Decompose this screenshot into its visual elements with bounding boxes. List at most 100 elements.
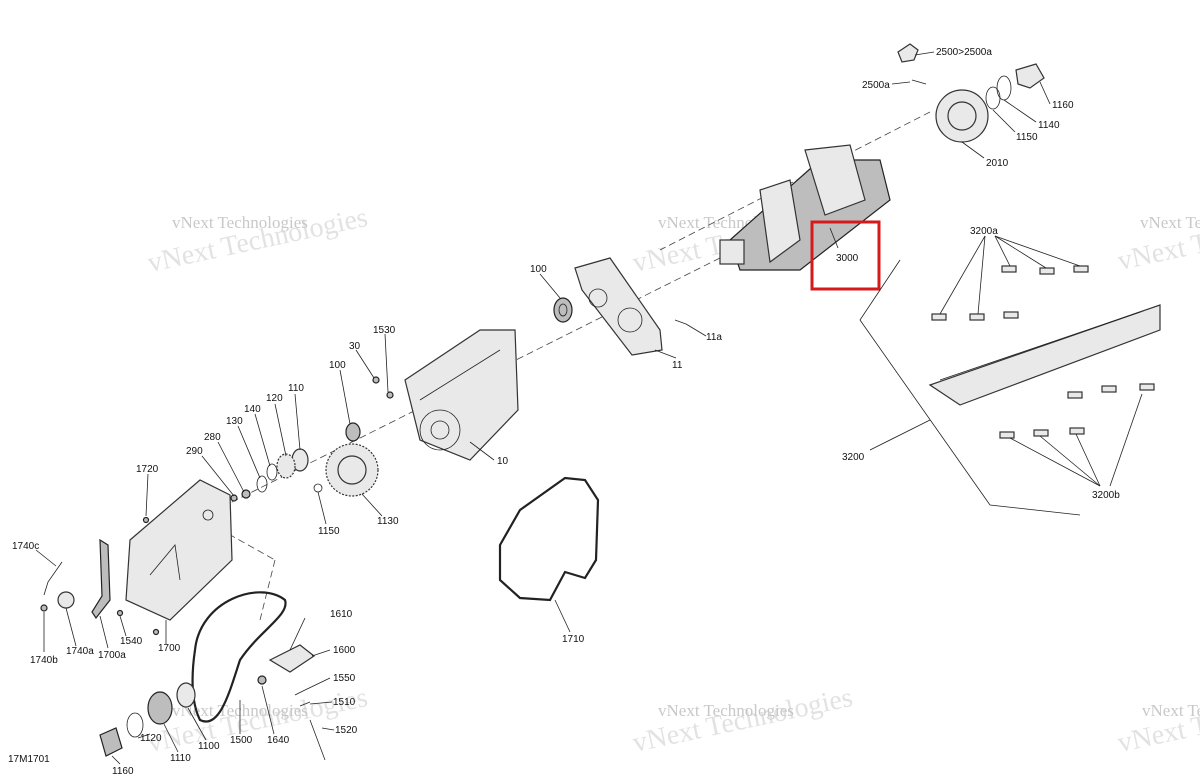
callout-1120: 1120 <box>140 733 162 744</box>
ring-part-1140 <box>996 75 1012 101</box>
callout-1140: 1140 <box>1038 120 1060 131</box>
callout-1700: 1700 <box>158 643 181 654</box>
cleat-parts-3200a <box>931 265 1089 321</box>
watermark-large: vNext Technologies <box>1115 682 1200 759</box>
gear-group <box>230 376 394 502</box>
part-1640 <box>257 675 267 685</box>
callout-1530: 1530 <box>373 325 396 336</box>
callout-280: 280 <box>204 432 221 443</box>
seal-part-100 <box>553 297 573 323</box>
ring-part-1150 <box>985 86 1001 110</box>
track-cleat-group <box>859 259 1161 516</box>
cleat-parts-3200b <box>999 383 1155 439</box>
callout-3200b: 3200b <box>1092 490 1120 501</box>
callout-1720: 1720 <box>136 464 159 475</box>
callout-1130: 1130 <box>377 516 399 527</box>
pin-part-1510 <box>299 701 311 707</box>
bearing-part-1110 <box>147 691 173 725</box>
callout-1640: 1640 <box>267 735 290 746</box>
part-1740b <box>40 604 48 612</box>
callout-1150: 1150 <box>1016 132 1038 143</box>
callout-1740a: 1740a <box>66 646 94 657</box>
callout-10: 10 <box>497 456 509 467</box>
callout-1510: 1510 <box>333 697 356 708</box>
ring-part-1150-mid <box>313 483 323 493</box>
gear-part-120 <box>276 453 296 479</box>
callout-140: 140 <box>244 404 261 415</box>
watermark-group: vNext Technologies vNext Technologies vN… <box>145 200 1200 759</box>
callout-11: 11 <box>672 360 683 371</box>
pin-part-11a <box>674 319 687 325</box>
callout-2500-2500a: 2500>2500a <box>936 47 992 58</box>
drive-shaft-part-3000 <box>719 144 891 291</box>
tube-part-1740c <box>43 561 63 596</box>
callout-1110: 1110 <box>170 753 191 764</box>
callout-100-mid: 100 <box>329 360 346 371</box>
bolt-part-30 <box>372 376 380 384</box>
callout-1700a: 1700a <box>98 650 126 661</box>
housing-part-10 <box>404 329 519 461</box>
callout-1740c: 1740c <box>12 541 39 552</box>
chain-group <box>99 591 326 761</box>
bearing-retainer-group <box>897 43 1045 143</box>
track-part-3200 <box>928 304 1161 406</box>
pin-part-2500a <box>911 79 927 85</box>
bolt-part-1530 <box>386 391 394 399</box>
gasket-part-11 <box>574 257 663 356</box>
bracket-part-1700a <box>91 538 111 620</box>
bearing-part-1160-bot <box>99 727 123 757</box>
callout-2010: 2010 <box>986 158 1009 169</box>
rod-part-1520 <box>309 719 326 761</box>
callout-1160-bottom: 1160 <box>112 766 134 777</box>
part-1540 <box>116 609 124 617</box>
callout-1100: 1100 <box>198 741 220 752</box>
callout-1600: 1600 <box>333 645 356 656</box>
bearing-part-130 <box>256 475 268 493</box>
callout-1610: 1610 <box>330 609 353 620</box>
bearing-part-1160 <box>1015 63 1045 89</box>
ring-part-1120 <box>126 712 144 738</box>
watermark-large: vNext Technologies <box>1115 200 1200 277</box>
callout-11a: 11a <box>706 332 722 343</box>
callout-30: 30 <box>349 341 361 352</box>
callout-1710: 1710 <box>562 634 585 645</box>
callout-1550: 1550 <box>333 673 356 684</box>
tensioner-part-1600 <box>268 644 316 673</box>
diagram-code: 17M1701 <box>8 754 50 765</box>
gasket-part-1710 <box>498 476 600 602</box>
callout-1160: 1160 <box>1052 100 1074 111</box>
callout-3200a: 3200a <box>970 226 998 237</box>
watermark: vNext Technologies <box>658 701 794 720</box>
callout-120: 120 <box>266 393 283 404</box>
callout-1500: 1500 <box>230 735 253 746</box>
leader-lines <box>35 51 1143 765</box>
callout-1150-mid: 1150 <box>318 526 340 537</box>
watermark: vNext Technologies <box>172 213 308 232</box>
gasket-group <box>553 257 687 356</box>
callout-2500a: 2500a <box>862 80 890 91</box>
callout-290: 290 <box>186 446 203 457</box>
callout-1540: 1540 <box>120 636 143 647</box>
cap-part-1740a <box>57 591 75 609</box>
watermark: vNext Technologies <box>1140 213 1200 232</box>
callout-3200: 3200 <box>842 452 865 463</box>
seal-part-1100 <box>176 682 196 708</box>
callout-1520: 1520 <box>335 725 358 736</box>
chain-part-1500 <box>191 591 287 723</box>
clip-part-2500 <box>897 43 919 63</box>
cover-part-1700 <box>40 479 233 636</box>
washer-part-140 <box>266 463 278 481</box>
callout-100: 100 <box>530 264 547 275</box>
callout-1740b: 1740b <box>30 655 58 666</box>
spring-part-1550 <box>294 689 306 696</box>
watermark: vNext Technologies <box>1142 701 1200 720</box>
callout-labels: 2500>2500a 2500a 1160 1150 1140 2010 300… <box>8 47 1120 777</box>
callout-110: 110 <box>288 383 304 394</box>
part-290 <box>230 494 238 502</box>
bearing-part-100-mid <box>345 422 361 442</box>
highlight-box <box>810 220 881 291</box>
watermark-large: vNext Technologies <box>630 682 855 759</box>
callout-3000: 3000 <box>836 253 859 264</box>
callout-130: 130 <box>226 416 243 427</box>
